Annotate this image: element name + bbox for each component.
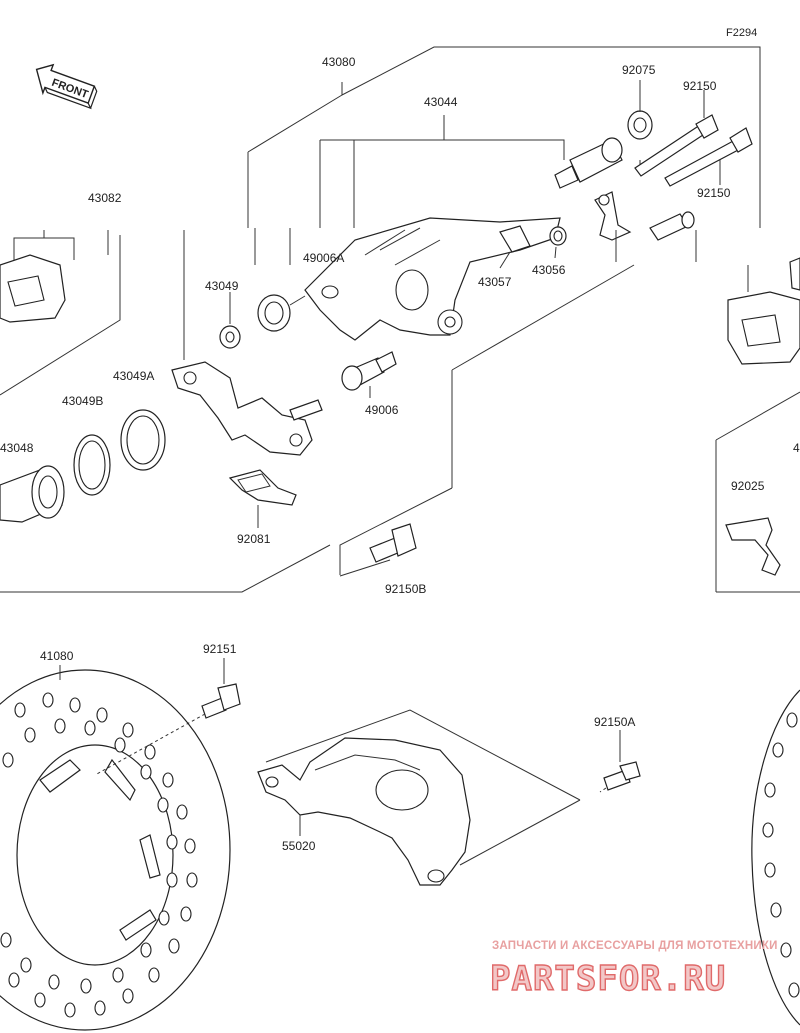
label-43049a: 43049A — [113, 369, 154, 383]
seal-ring — [257, 294, 306, 332]
brake-pad-right — [727, 257, 800, 365]
seal-43049a — [120, 409, 166, 471]
pad-spring-92081 — [228, 469, 297, 528]
bolt-92150a — [599, 761, 641, 793]
label-43048: 43048 — [0, 441, 34, 455]
label-92150b: 92150B — [385, 582, 426, 596]
label-49006: 49006 — [365, 403, 399, 417]
watermark-logo: PARTSFOR.RU — [490, 959, 726, 999]
brake-pad-left — [0, 230, 109, 323]
small-oring-43056 — [549, 226, 567, 246]
label-41080: 41080 — [40, 649, 74, 663]
pad-spring-lever — [594, 191, 632, 262]
leader-lines — [59, 80, 721, 836]
label-92025: 92025 — [731, 479, 765, 493]
label-43082: 43082 — [88, 191, 122, 205]
brake-disc-right-partial — [751, 689, 800, 1026]
pin-92150-a — [634, 114, 719, 177]
label-43049: 43049 — [205, 279, 239, 293]
front-arrow-icon: FRONT — [35, 63, 98, 110]
slide-bolt-upper — [554, 137, 623, 189]
brake-disc-41080 — [0, 669, 231, 1031]
part-labels: 43080 43044 92075 92150 92150 43082 4900… — [0, 55, 800, 853]
label-92081: 92081 — [237, 532, 271, 546]
watermark-tagline: ЗАПЧАСТИ И АКСЕССУАРЫ ДЛЯ МОТОТЕХНИКИ — [492, 940, 778, 952]
label-92151: 92151 — [203, 642, 237, 656]
bleeder-valve — [649, 211, 695, 241]
caliper-group-outline — [0, 46, 800, 593]
seal-43049b — [73, 434, 111, 496]
caliper-body — [304, 217, 561, 341]
pin-92150-b — [664, 127, 753, 187]
label-92075: 92075 — [622, 63, 656, 77]
label-92150a: 92150A — [594, 715, 635, 729]
label-92150-mid: 92150 — [697, 186, 731, 200]
caliper-holder-55020 — [257, 709, 581, 886]
watermark: ЗАПЧАСТИ И АКСЕССУАРЫ ДЛЯ МОТОТЕХНИКИ PA… — [489, 940, 778, 1000]
piston-43048 — [0, 465, 65, 523]
label-partial-right: 4 — [793, 441, 800, 455]
bolt-92150b — [339, 523, 417, 577]
bushing-92075 — [627, 110, 653, 140]
pad-spring-92025 — [725, 517, 781, 576]
diagram-ref-code: F2294 — [726, 27, 757, 39]
label-55020: 55020 — [282, 839, 316, 853]
label-43057: 43057 — [478, 275, 512, 289]
slide-pin-49006 — [341, 351, 397, 391]
label-92150-top: 92150 — [683, 79, 717, 93]
disc-holes — [0, 692, 198, 1018]
disc-bolt-92151 — [94, 683, 241, 776]
label-43044: 43044 — [424, 95, 458, 109]
label-43049b: 43049B — [62, 394, 103, 408]
label-43080: 43080 — [322, 55, 356, 69]
caliper-bracket — [171, 230, 323, 456]
small-washer — [219, 325, 241, 349]
label-43056: 43056 — [532, 263, 566, 277]
label-49006a: 49006A — [303, 251, 344, 265]
